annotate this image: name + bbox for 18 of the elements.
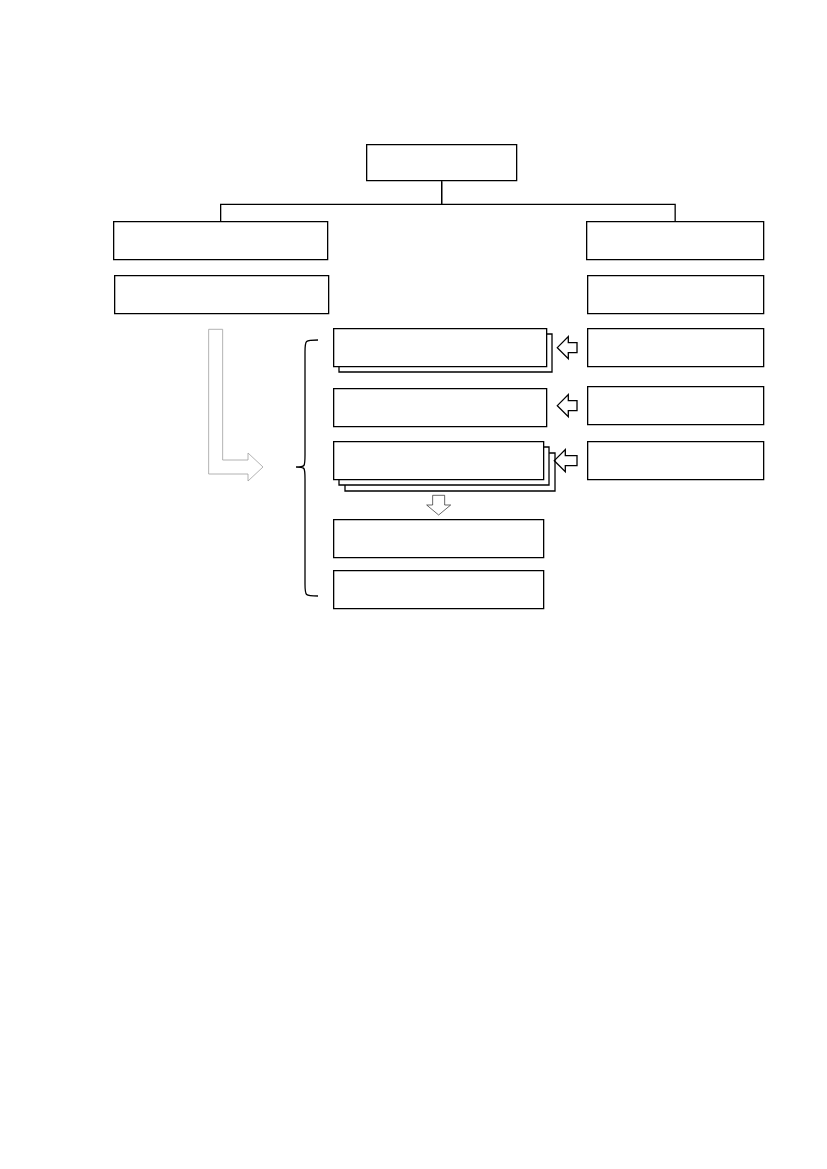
process-box — [333, 570, 545, 610]
arrow — [556, 393, 578, 419]
process-box — [587, 386, 765, 426]
process-box — [333, 328, 553, 373]
process-box — [366, 144, 518, 182]
process-box — [586, 221, 765, 261]
process-box — [587, 275, 765, 315]
process-box — [113, 221, 329, 261]
arrow — [556, 335, 578, 361]
process-box — [333, 441, 556, 492]
arrow — [208, 328, 264, 482]
process-box — [587, 328, 765, 368]
process-box — [114, 275, 330, 315]
process-box — [333, 388, 548, 428]
process-box — [333, 519, 545, 559]
process-box — [587, 441, 765, 481]
arrow — [553, 448, 578, 474]
arrow — [426, 495, 451, 516]
